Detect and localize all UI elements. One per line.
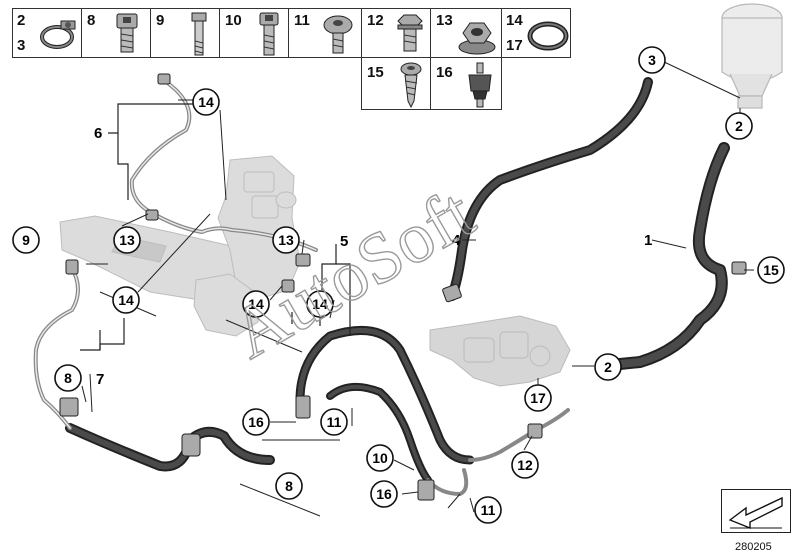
- item-labels: 1 4 5 6 7: [94, 125, 652, 388]
- callout-2[interactable]: 2: [594, 353, 622, 381]
- long-bolt-icon: [191, 12, 207, 56]
- reservoir-ghost: [721, 3, 783, 109]
- callout-8[interactable]: 8: [54, 364, 82, 392]
- legend-number: 15: [367, 64, 384, 81]
- callout-number: 16: [376, 486, 392, 502]
- legend-number: 3: [17, 37, 26, 54]
- legend-cell-15[interactable]: 15: [361, 57, 431, 110]
- legend-cell-2-3[interactable]: 2 3: [12, 8, 82, 58]
- hose-clamp-icon: [40, 20, 76, 49]
- legend-cell-9[interactable]: 9: [150, 8, 220, 58]
- pump-ghost: [429, 315, 571, 387]
- callout-number: 10: [372, 450, 388, 466]
- callout-number: 9: [22, 232, 30, 248]
- legend-number: 12: [367, 12, 384, 29]
- item-label-4[interactable]: 4: [452, 232, 461, 249]
- item-label-1[interactable]: 1: [644, 232, 652, 249]
- callout-number: 13: [278, 232, 294, 248]
- callout-16[interactable]: 16: [370, 480, 398, 508]
- callout-number: 13: [119, 232, 135, 248]
- callout-number: 15: [763, 262, 779, 278]
- callout-13[interactable]: 13: [113, 226, 141, 254]
- callout-9[interactable]: 9: [12, 226, 40, 254]
- legend-number: 9: [156, 12, 165, 29]
- callout-number: 8: [64, 370, 72, 386]
- legend-cell-16[interactable]: 16: [430, 57, 502, 110]
- legend-number: 8: [87, 12, 96, 29]
- legend-number: 16: [436, 64, 453, 81]
- callout-2[interactable]: 2: [725, 112, 753, 140]
- diagram-code: 280205: [735, 541, 772, 553]
- leader-lines: [81, 59, 754, 517]
- callout-number: 14: [248, 296, 264, 312]
- callout-number: 14: [312, 296, 328, 312]
- hex-socket-bolt-icon: [116, 13, 138, 53]
- callout-14[interactable]: 14: [112, 286, 140, 314]
- fittings: [59, 73, 747, 501]
- callout-number: 3: [648, 52, 656, 68]
- torx-screw-icon: [323, 15, 353, 54]
- callout-16[interactable]: 16: [242, 408, 270, 436]
- callout-12[interactable]: 12: [511, 451, 539, 479]
- callout-number: 16: [248, 414, 264, 430]
- hex-nut-icon: [458, 22, 496, 55]
- legend-number: 17: [506, 37, 523, 54]
- callout-14[interactable]: 14: [242, 290, 270, 318]
- hex-socket-bolt-icon: [259, 12, 279, 56]
- legend-cell-11[interactable]: 11: [288, 8, 362, 58]
- item-label-5[interactable]: 5: [340, 233, 348, 250]
- callout-14[interactable]: 14: [306, 290, 334, 318]
- callout-number: 8: [285, 478, 293, 494]
- callout-11[interactable]: 11: [320, 408, 348, 436]
- callout-number: 14: [198, 94, 214, 110]
- navigation-arrow-box[interactable]: [721, 489, 791, 533]
- legend-cell-10[interactable]: 10: [219, 8, 289, 58]
- callout-number: 11: [327, 414, 342, 430]
- steering-gear-ghost: [59, 155, 301, 337]
- callout-11[interactable]: 11: [474, 496, 502, 524]
- rubber-mount-icon: [468, 62, 492, 108]
- callout-10[interactable]: 10: [366, 444, 394, 472]
- legend-number: 11: [294, 12, 310, 29]
- callout-number: 2: [604, 359, 612, 375]
- legend-cell-14-17[interactable]: 14 17: [501, 8, 571, 58]
- callout-number: 14: [118, 292, 134, 308]
- callout-number: 11: [481, 502, 496, 518]
- callout-number: 17: [530, 390, 546, 406]
- sealing-ring-icon: [527, 21, 569, 51]
- callout-14[interactable]: 14: [192, 88, 220, 116]
- callout-number: 12: [517, 457, 533, 473]
- callout-number: 2: [735, 118, 743, 134]
- callout-15[interactable]: 15: [757, 256, 785, 284]
- self-tapping-screw-icon: [400, 62, 422, 109]
- item-label-6[interactable]: 6: [94, 125, 102, 142]
- callouts: 3 2 2 15 17 12 11 11 16 16 10 8 8 9 13 1…: [12, 46, 785, 524]
- callout-3[interactable]: 3: [638, 46, 666, 74]
- hex-bolt-icon: [397, 14, 423, 52]
- callout-17[interactable]: 17: [524, 384, 552, 412]
- callout-13[interactable]: 13: [272, 226, 300, 254]
- arrow-down-left-icon: [728, 496, 783, 530]
- legend-number: 2: [17, 12, 26, 29]
- legend-cell-8[interactable]: 8: [81, 8, 151, 58]
- item-label-7[interactable]: 7: [96, 371, 104, 388]
- legend-number: 10: [225, 12, 242, 29]
- legend-number: 14: [506, 12, 523, 29]
- legend-number: 13: [436, 12, 453, 29]
- bracket-lines: [80, 103, 351, 351]
- callout-8[interactable]: 8: [275, 472, 303, 500]
